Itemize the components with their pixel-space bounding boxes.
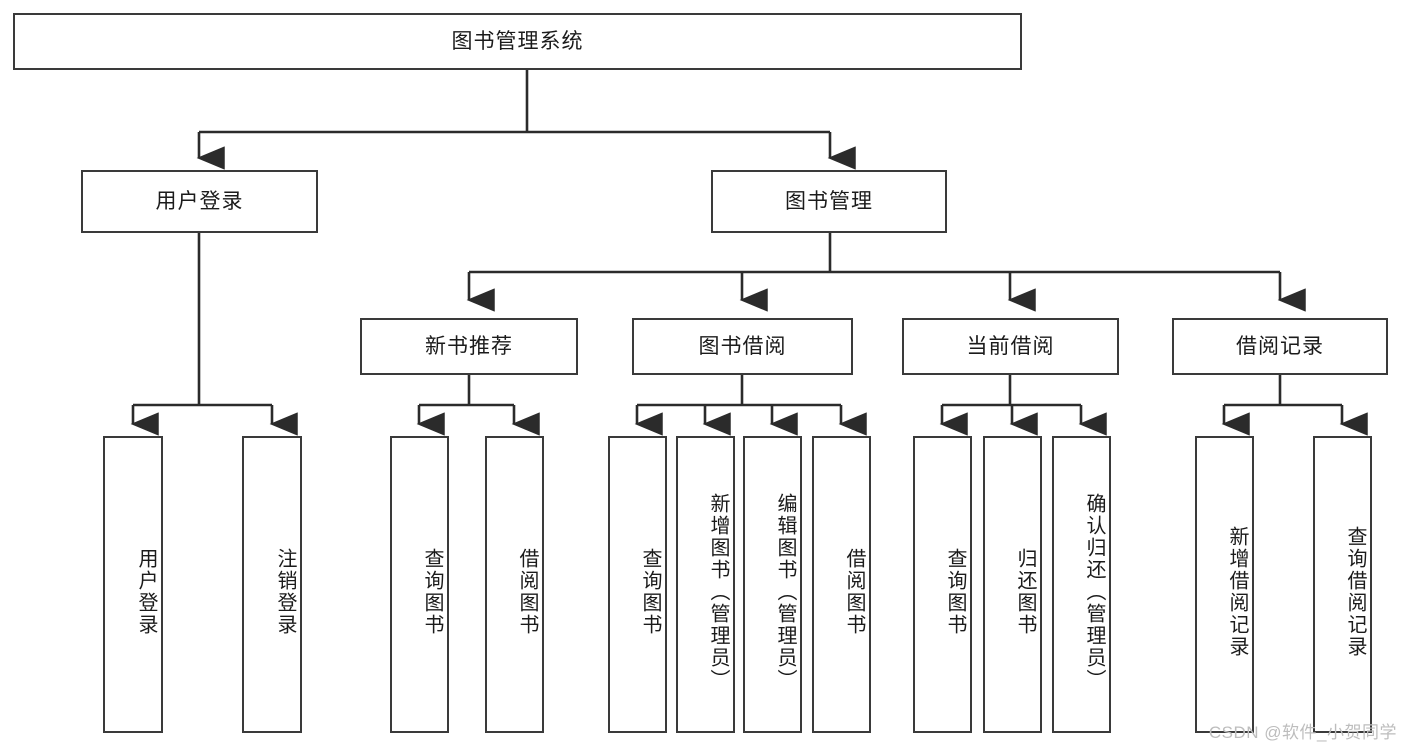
leaf-current-query-book[interactable]: 查询图书 — [913, 436, 972, 733]
node-label: 查询图书 — [944, 547, 966, 636]
node-label: 用户登录 — [155, 189, 244, 213]
node-label: 注销登录 — [274, 547, 296, 636]
node-current-borrow[interactable]: 当前借阅 — [902, 318, 1119, 375]
leaf-record-query-record[interactable]: 查询借阅记录 — [1313, 436, 1372, 733]
leaf-borrow-borrow-book[interactable]: 借阅图书 — [812, 436, 871, 733]
node-borrow-record[interactable]: 借阅记录 — [1172, 318, 1388, 375]
node-label: 归还图书 — [1014, 547, 1036, 636]
leaf-borrow-add-book-admin[interactable]: 新增图书（管理员） — [676, 436, 735, 733]
node-label: 借阅记录 — [1236, 334, 1324, 358]
node-label: 图书管理系统 — [451, 29, 584, 53]
leaf-record-add-record[interactable]: 新增借阅记录 — [1195, 436, 1254, 733]
node-label: 用户登录 — [135, 547, 157, 636]
node-label: 图书管理 — [785, 189, 873, 213]
node-label: 编辑图书（管理员） — [774, 492, 796, 691]
leaf-borrow-edit-book-admin[interactable]: 编辑图书（管理员） — [743, 436, 802, 733]
leaf-user-login-login[interactable]: 用户登录 — [103, 436, 163, 733]
node-user-login[interactable]: 用户登录 — [81, 170, 318, 233]
node-book-borrow[interactable]: 图书借阅 — [632, 318, 853, 375]
leaf-borrow-query-book[interactable]: 查询图书 — [608, 436, 667, 733]
leaf-user-login-logout[interactable]: 注销登录 — [242, 436, 302, 733]
leaf-recommend-borrow-book[interactable]: 借阅图书 — [485, 436, 544, 733]
node-label: 查询图书 — [639, 547, 661, 636]
node-label: 新书推荐 — [425, 334, 513, 358]
node-label: 当前借阅 — [966, 334, 1055, 358]
leaf-recommend-query-book[interactable]: 查询图书 — [390, 436, 449, 733]
node-label: 查询图书 — [421, 547, 443, 636]
node-label: 查询借阅记录 — [1344, 525, 1366, 658]
node-new-book-recommend[interactable]: 新书推荐 — [360, 318, 578, 375]
node-label: 借阅图书 — [843, 547, 865, 636]
node-label: 借阅图书 — [516, 547, 538, 636]
node-label: 新增图书（管理员） — [707, 492, 729, 691]
node-label: 图书借阅 — [698, 334, 787, 358]
leaf-current-return-book[interactable]: 归还图书 — [983, 436, 1042, 733]
node-label: 新增借阅记录 — [1226, 525, 1248, 658]
leaf-current-confirm-return-admin[interactable]: 确认归还（管理员） — [1052, 436, 1111, 733]
node-root-system[interactable]: 图书管理系统 — [13, 13, 1022, 70]
node-label: 确认归还（管理员） — [1083, 492, 1105, 691]
node-book-management[interactable]: 图书管理 — [711, 170, 947, 233]
